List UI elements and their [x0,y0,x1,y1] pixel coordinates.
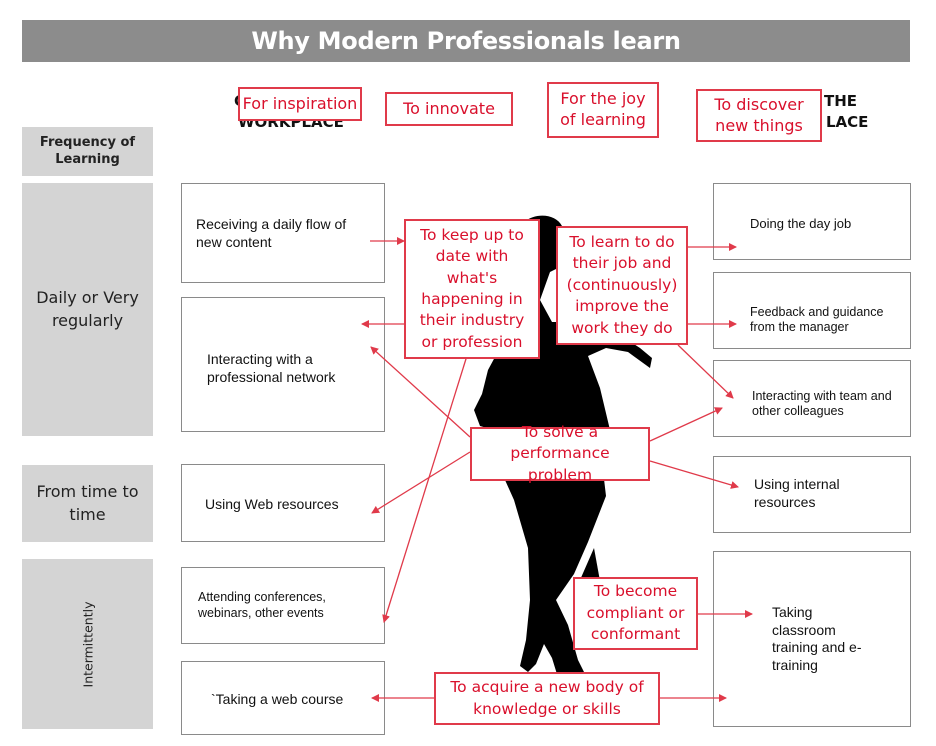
arrow-solve-to-web-resources [371,451,471,514]
motive-discover: To discover new things [696,89,822,142]
motive-inspiration: For inspiration [238,87,362,121]
motive-keep-up-to-date: To keep up to date with what's happening… [404,219,540,359]
arrow-solve-to-network [370,346,471,438]
motive-solve-performance-problem: To solve a performance problem [470,423,650,484]
arrow-learnjob-to-team [677,344,734,399]
way-conferences-events: Attending conferences, webinars, other e… [181,567,385,644]
way-classroom-training: Taking classroom training and e-training [713,551,911,727]
arrow-keepup-to-conferences [382,345,471,623]
way-daily-flow-of-content: Receiving a daily flow of new content [181,183,385,283]
frequency-header: Frequency of Learning [22,127,153,176]
way-internal-resources: Using internal resources [713,456,911,533]
way-manager-feedback: Feedback and guidance from the manager [713,272,911,349]
right-header-fragment-bottom: LACE [826,113,869,131]
way-web-resources: Using Web resources [181,464,385,542]
arrow-solve-to-internal [649,460,739,489]
motive-acquire-knowledge: To acquire a new body of knowledge or sk… [434,672,660,725]
way-professional-network: Interacting with a professional network [181,297,385,432]
right-header-fragment-top: THE [824,92,858,110]
way-team-colleagues: Interacting with team and other colleagu… [713,360,911,437]
arrow-solve-to-team [649,407,723,442]
motive-learn-to-do-job: To learn to do their job and (continuous… [556,226,688,345]
frequency-intermittently: Intermittently [22,559,153,729]
diagram-title: Why Modern Professionals learn [22,20,910,62]
frequency-daily: Daily or Very regularly [22,183,153,436]
way-web-course: `Taking a web course [181,661,385,735]
way-day-job: Doing the day job [713,183,911,260]
motive-innovate: To innovate [385,92,513,126]
frequency-time-to-time: From time to time [22,465,153,542]
motive-joy-of-learning: For the joy of learning [547,82,659,138]
motive-become-compliant: To become compliant or conformant [573,577,698,650]
